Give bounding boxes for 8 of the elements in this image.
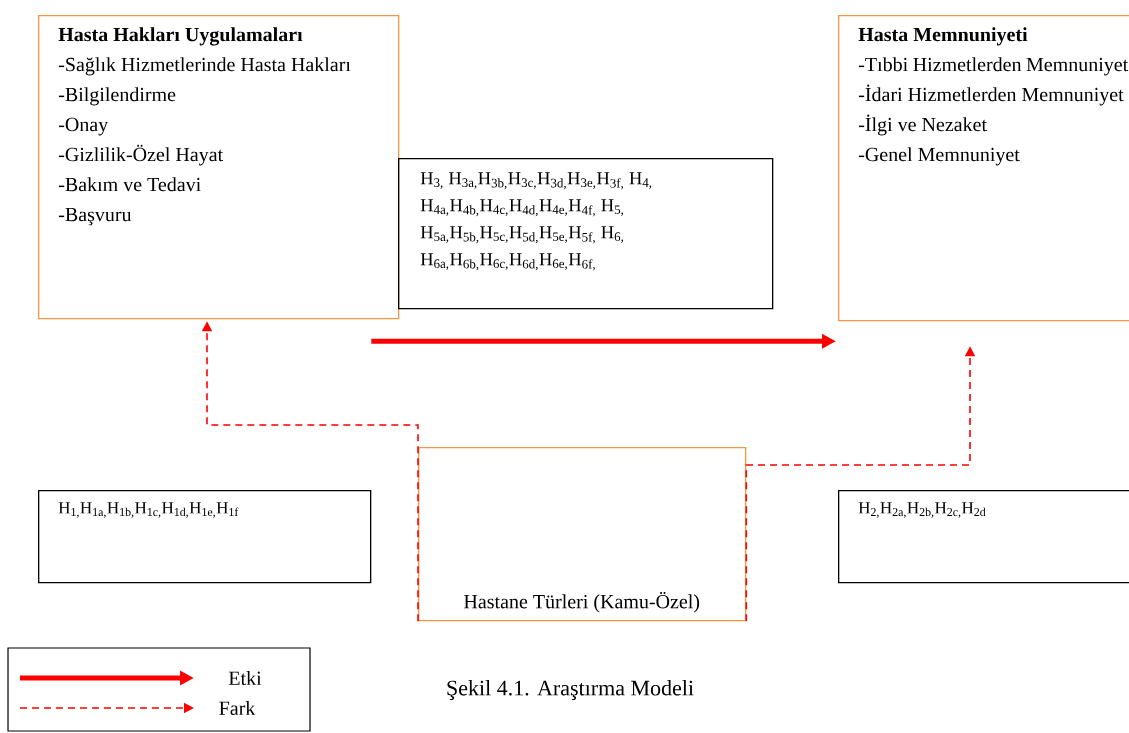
text-box: Hastane Türleri (Kamu-Özel) bbox=[418, 447, 747, 622]
figure-caption: Şekil 4.1. Araştırma Modeli bbox=[447, 680, 694, 700]
text-box: Hasta Hakları Uygulamaları -Sağlık Hizmetlerinde Hasta Hakları -Bilgilendirme -Onay -Gizlilik-Özel Hayat -Bakım ve Tedavi -Başvuru bbox=[38, 15, 400, 320]
text-box: H$_{3,}$ H$_{3a,}$H$_{3b,}$H$_{3c,}$H$_{3d,}$H$_{3e,}$H$_{3f,}$ H$_{4,}$ H$_{4a,}$H$_{4b,}$H$_{4c,}$H$_{4d,}$H$_{4e,}$H$_{4f,}$ H$_{5,}$ H$_{5a,}$H$_{5b,}$H$_{5c,}$H$_{5d,}$H$_{5e,}$H$_{5f,}$ H$_{6,}$ H$_{6a,}$H$_{6b,}$H$_{6c,}$H$_{6d,}$H$_{6e,}$H$_{6f,}$ bbox=[398, 158, 774, 310]
text-box: Hasta Memnuniyeti -Tıbbi Hizmetlerden Memnuniyet -İdari Hizmetlerden Memnuniyet -İlgi ve Nezaket -Genel Memnuniyet bbox=[838, 15, 1129, 322]
legend-entry: Fark bbox=[19, 700, 256, 715]
text-box: H$_{2,}$H$_{2a,}$H$_{2b,}$H$_{2c,}$H$_{2d}$ bbox=[838, 490, 1129, 584]
text-box: H$_{1,}$H$_{1a,}$H$_{1b,}$H$_{1c,}$H$_{1d,}$H$_{1e,}$H$_{1f}$ bbox=[38, 490, 372, 584]
